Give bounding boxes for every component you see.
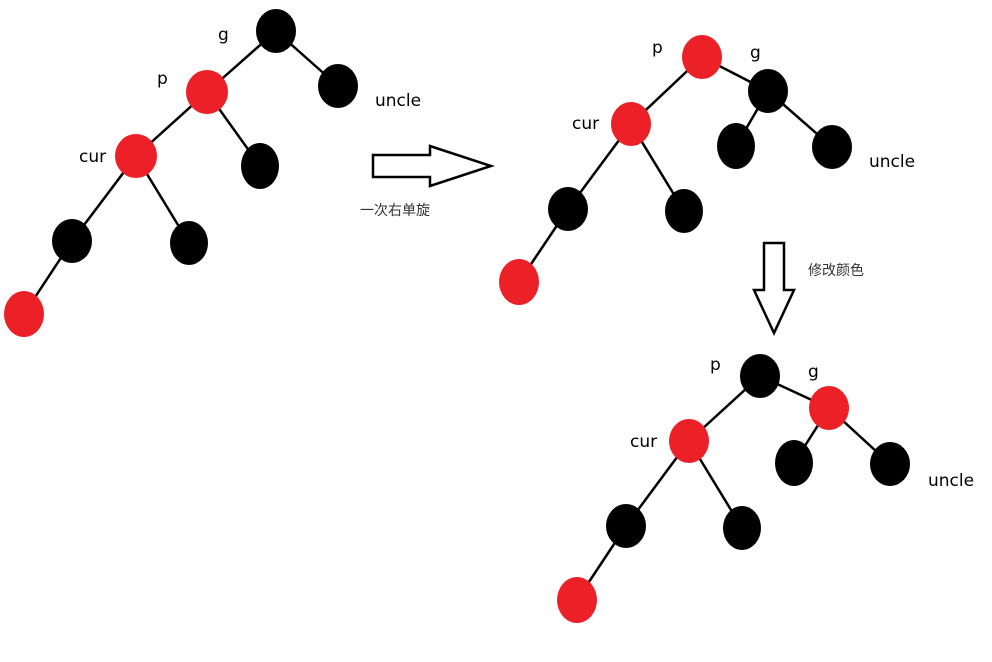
tree-after-recolor: p g cur uncle — [557, 354, 974, 623]
tree-node — [256, 9, 296, 53]
recolor-arrow — [752, 241, 796, 336]
tree-node — [557, 577, 597, 623]
tree-node — [669, 419, 709, 463]
label-cur: cur — [630, 432, 657, 452]
label-g: g — [808, 362, 819, 382]
label-uncle: uncle — [928, 471, 974, 491]
tree-node — [186, 70, 228, 114]
tree-node — [241, 143, 279, 189]
tree-node — [740, 354, 780, 398]
label-g: g — [218, 25, 229, 45]
label-uncle: uncle — [869, 152, 915, 172]
label-p: p — [710, 355, 721, 375]
tree-node — [723, 506, 761, 550]
rotation-arrow — [371, 144, 496, 188]
tree-node — [606, 504, 646, 548]
label-p: p — [157, 69, 168, 89]
tree-node — [4, 291, 44, 337]
tree-after-rotation: p g cur uncle — [499, 35, 915, 305]
tree-node — [775, 440, 813, 486]
tree-node — [682, 35, 722, 79]
label-cur: cur — [572, 114, 599, 134]
tree-node — [809, 386, 849, 430]
tree-node — [812, 125, 852, 169]
tree-node — [665, 189, 703, 233]
tree-node — [52, 219, 92, 263]
tree-node — [870, 442, 910, 486]
tree-node — [548, 187, 588, 231]
tree-before: g p cur uncle — [4, 9, 421, 337]
label-p: p — [652, 38, 663, 58]
tree-node — [611, 102, 651, 146]
tree-node — [748, 69, 788, 113]
caption-recolor: 修改颜色 — [808, 262, 864, 279]
tree-node — [499, 259, 539, 305]
label-g: g — [750, 43, 761, 63]
tree-node — [170, 221, 208, 265]
label-uncle: uncle — [375, 91, 421, 111]
tree-node — [115, 134, 157, 178]
tree-node — [318, 64, 358, 108]
tree-node — [717, 123, 755, 169]
caption-rotation: 一次右单旋 — [360, 203, 430, 219]
label-cur: cur — [79, 147, 106, 167]
